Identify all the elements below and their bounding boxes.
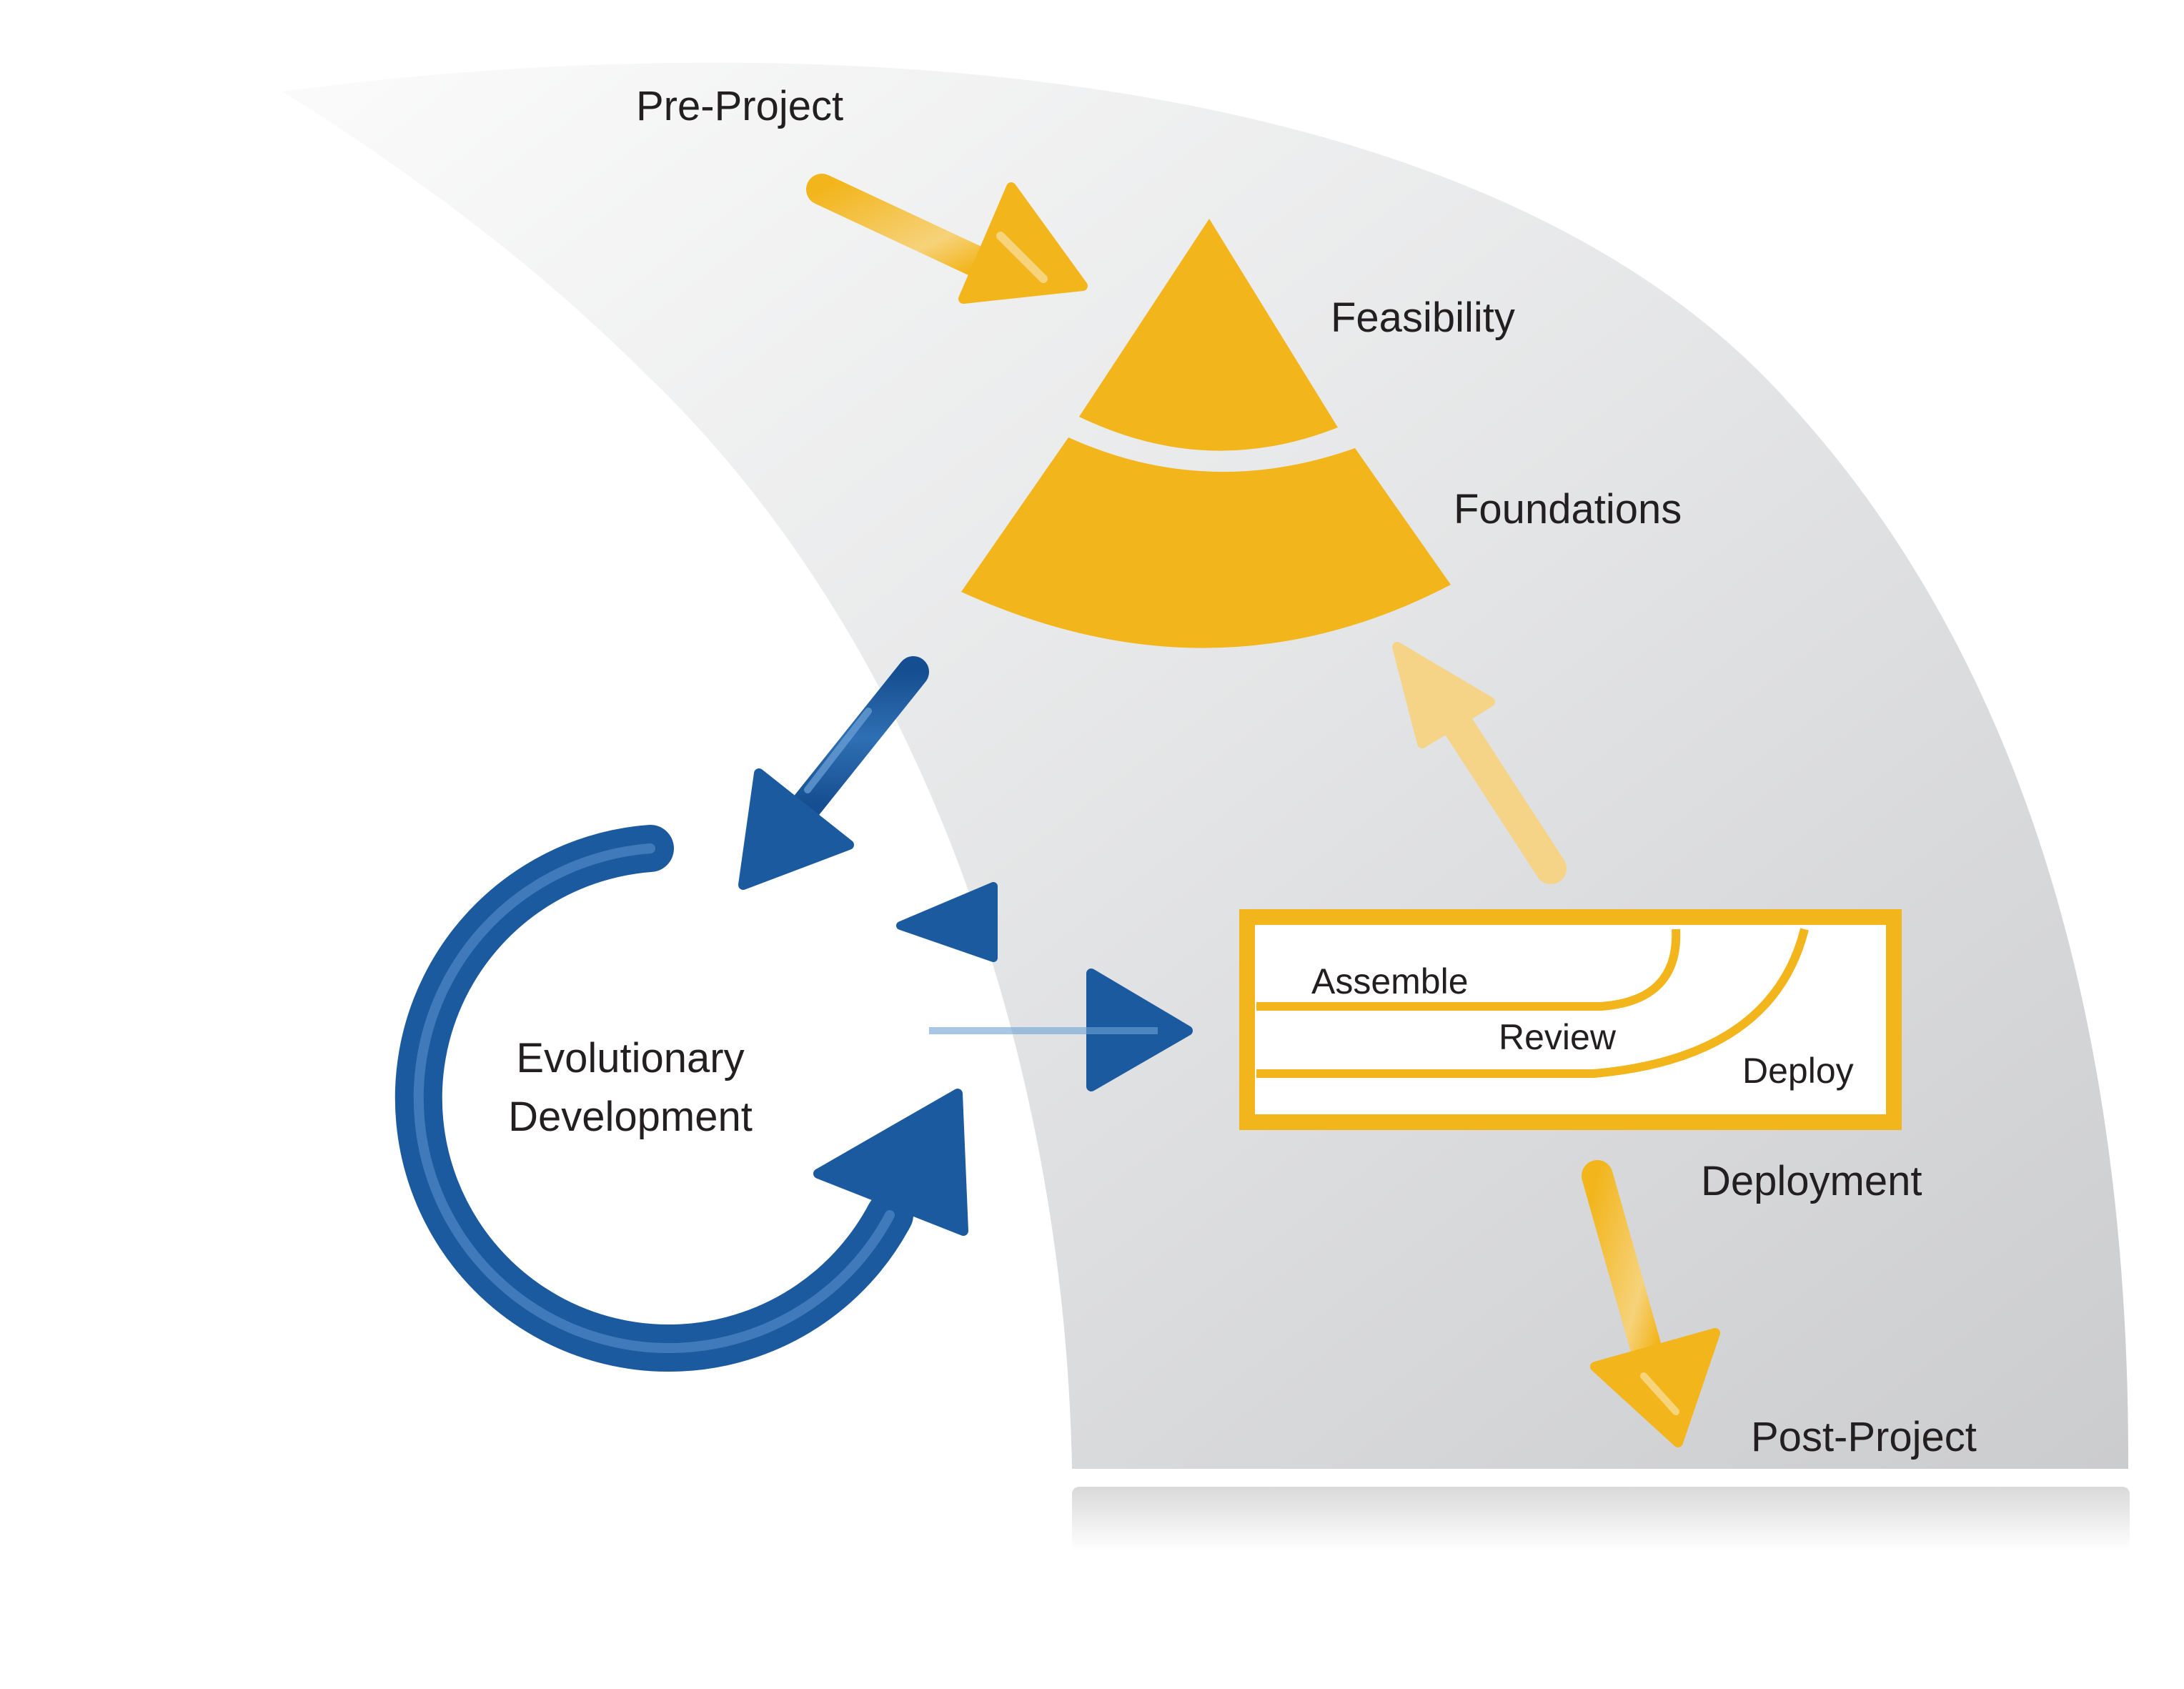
band-shadow (1072, 1487, 2130, 1551)
feasibility-segment (1079, 219, 1338, 451)
deploy-label: Deploy (1742, 1051, 1854, 1091)
arrow-left-icon (896, 882, 1186, 962)
evolutionary-label-line1: Evolutionary (516, 1035, 744, 1081)
review-label: Review (1499, 1017, 1617, 1057)
feasibility-label: Feasibility (1331, 294, 1515, 341)
pre-project-label: Pre-Project (636, 83, 843, 129)
review-stage-line (1256, 928, 1809, 1078)
arrow-right-icon (918, 969, 1193, 1091)
foundations-label: Foundations (1454, 486, 1682, 533)
arrow-down-icon (1582, 1160, 1720, 1447)
post-project-label: Post-Project (1751, 1414, 1977, 1460)
arrow-down-left-icon (738, 656, 929, 890)
circular-arrow-icon (394, 825, 968, 1372)
assemble-stage-line (1256, 928, 1681, 1011)
deployment-label: Deployment (1701, 1158, 1922, 1204)
assemble-label: Assemble (1311, 961, 1469, 1001)
arrow-up-left-icon (1392, 642, 1567, 884)
evolutionary-label-line2: Development (508, 1094, 753, 1140)
foundations-segment (961, 437, 1451, 648)
deployment-box (1239, 909, 1902, 1130)
arrow-down-right-icon (806, 174, 1088, 304)
